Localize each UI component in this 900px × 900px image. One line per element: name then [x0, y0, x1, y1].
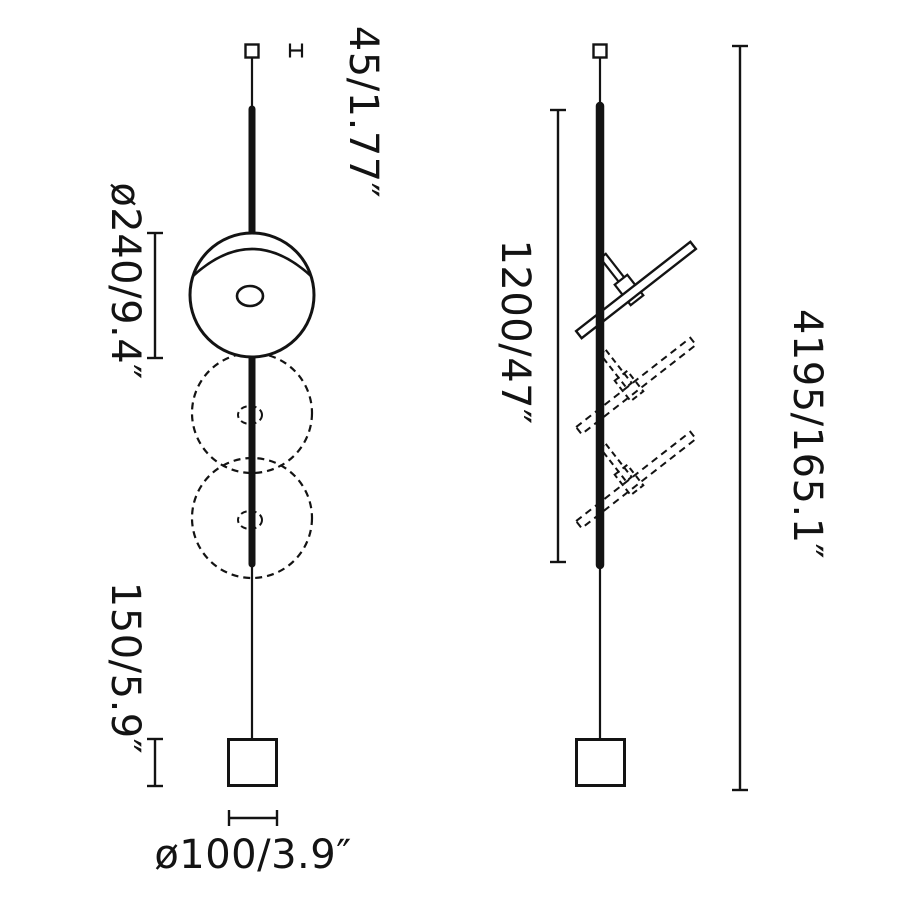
dim-line-canopy-diameter — [227, 810, 279, 826]
dim-line-rod-length — [550, 108, 566, 564]
side-shade-alt1-bar — [574, 336, 698, 436]
dim-line-canopy-height — [147, 737, 163, 788]
front-shade-hub — [235, 284, 265, 308]
front-shade-alt-hub-2 — [237, 510, 263, 530]
side-view: 1200/47″ 4195/165.1″ — [492, 43, 830, 792]
front-shade-alt-hub-1 — [237, 405, 263, 425]
dim-45-bracket — [288, 43, 304, 58]
dim-line-shade-diameter — [147, 231, 163, 360]
front-shade-rim — [192, 247, 312, 277]
side-shade-solid — [574, 240, 698, 340]
front-ceiling-mount — [244, 43, 260, 59]
dim-label-shade-diameter: ø240/9.4″ — [102, 182, 148, 379]
side-shade-alt2-bar — [574, 430, 698, 530]
dim-label-rod-length: 1200/47″ — [492, 239, 538, 424]
dim-label-canopy-diameter: ø100/3.9″ — [154, 832, 351, 878]
side-shade-alt-1 — [574, 336, 698, 436]
side-ceiling-mount — [592, 43, 608, 59]
dim-label-canopy-height: 150/5.9″ — [102, 582, 148, 754]
dim-label-top-cable: 45/1.77″ — [340, 26, 386, 198]
side-shade-alt-2 — [574, 430, 698, 530]
dim-line-overall-height — [732, 44, 748, 792]
front-view: ø240/9.4″ 150/5.9″ ø100/3.9″ 45/1.77″ — [102, 26, 386, 878]
side-canopy — [575, 738, 626, 787]
side-shade-bar — [574, 240, 698, 340]
front-canopy — [227, 738, 278, 787]
dim-label-overall-height: 4195/165.1″ — [784, 309, 830, 559]
